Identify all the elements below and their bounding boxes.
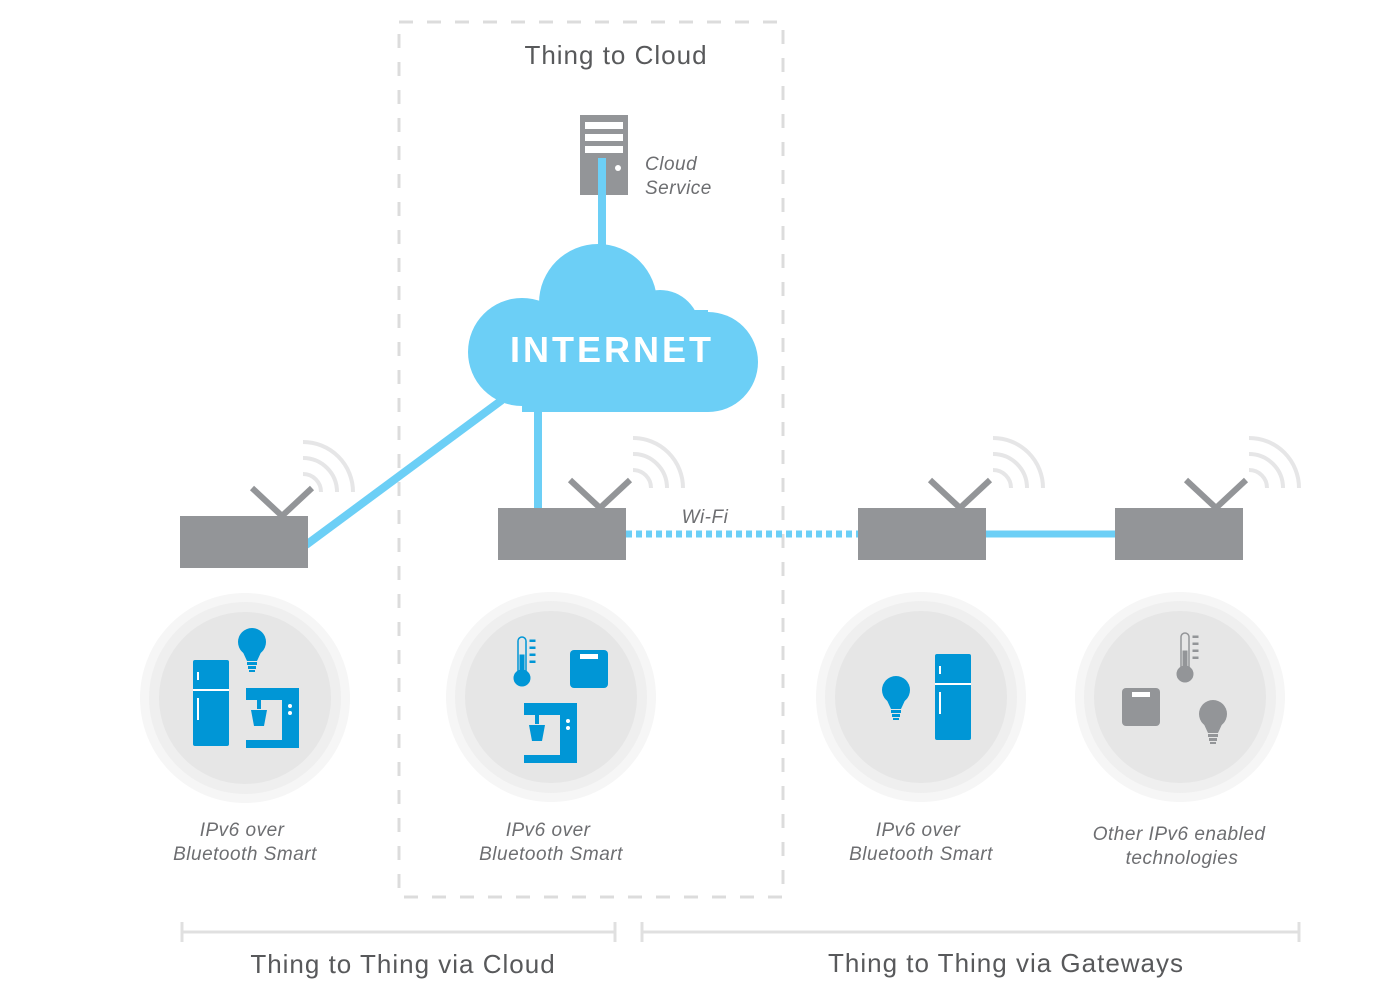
device-group-4-label: Other IPv6 enabled technologies [1093, 824, 1272, 869]
label-line2: Bluetooth Smart [173, 844, 317, 865]
wireless-signal-icon [632, 436, 685, 489]
label-line1: IPv6 over [876, 820, 961, 841]
device-group-3 [816, 592, 1026, 802]
wireless-signal-icon [302, 440, 355, 493]
fridge-icon [935, 654, 971, 740]
device-group-1 [140, 593, 350, 803]
wireless-signal-icon [992, 436, 1045, 489]
label-line2: Bluetooth Smart [479, 844, 623, 865]
device-group-2-label: IPv6 over Bluetooth Smart [479, 820, 623, 865]
section-title-via-cloud: Thing to Thing via Cloud [250, 949, 555, 979]
label-line2: technologies [1126, 848, 1239, 869]
router-1 [180, 440, 355, 568]
via-gateways-bracket [640, 922, 1301, 942]
label-line1: IPv6 over [200, 820, 285, 841]
label-line1: Other IPv6 enabled [1093, 824, 1267, 845]
via-cloud-bracket [180, 922, 617, 942]
scale-icon [570, 650, 608, 688]
cloud-service-label-line1: Cloud [645, 154, 698, 175]
section-title-thing-to-cloud: Thing to Cloud [524, 40, 707, 70]
scale-icon [1122, 688, 1160, 726]
internet-cloud-icon [468, 244, 758, 412]
device-group-3-label: IPv6 over Bluetooth Smart [849, 820, 993, 865]
wifi-label: Wi-Fi [682, 507, 729, 528]
router-4 [1115, 436, 1301, 560]
wireless-signal-icon [1248, 436, 1301, 489]
thing-to-cloud-boundary [397, 20, 785, 899]
label-line1: IPv6 over [506, 820, 591, 841]
section-title-via-gateways: Thing to Thing via Gateways [828, 948, 1184, 978]
device-group-1-label: IPv6 over Bluetooth Smart [173, 820, 317, 865]
link-cloud-router-1 [303, 396, 505, 549]
server-icon [580, 115, 628, 195]
router-3 [858, 436, 1045, 560]
cloud-service-label: Cloud Service [645, 154, 712, 199]
device-group-2 [446, 592, 656, 802]
cloud-service-label-line2: Service [645, 178, 712, 199]
internet-label: INTERNET [510, 329, 714, 370]
device-group-4 [1075, 592, 1285, 802]
router-2 [498, 436, 685, 560]
label-line2: Bluetooth Smart [849, 844, 993, 865]
fridge-icon [193, 660, 229, 746]
